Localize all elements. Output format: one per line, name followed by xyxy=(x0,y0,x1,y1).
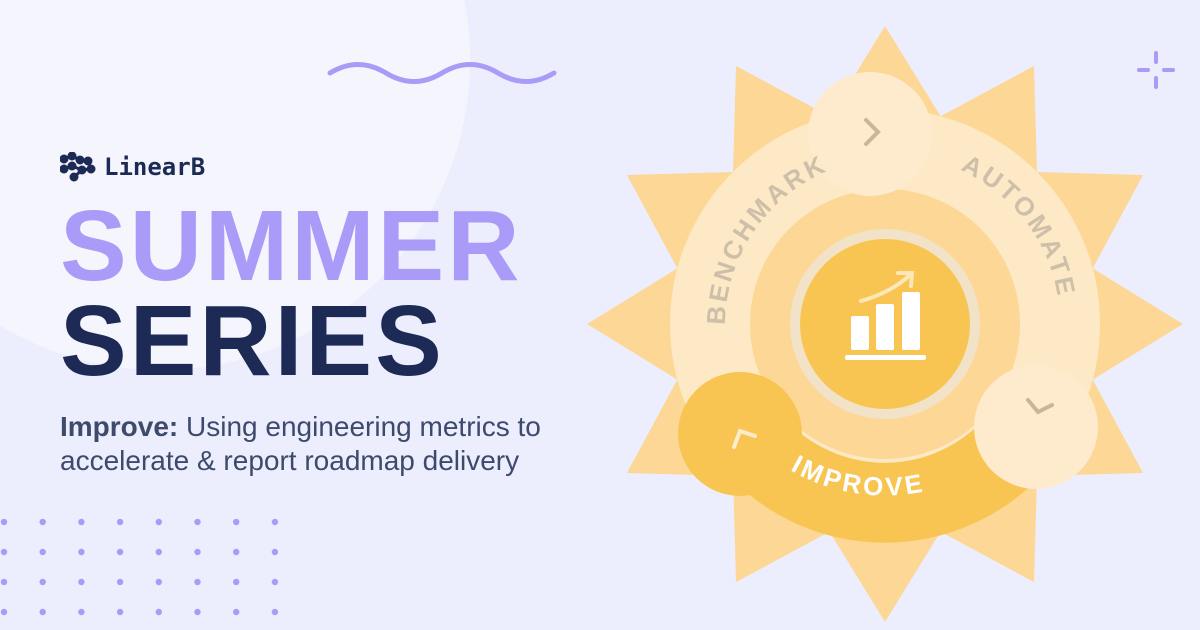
dot-grid-decoration xyxy=(0,518,279,616)
brand-logo: LinearB xyxy=(60,152,205,182)
bar-chart-growth-icon xyxy=(845,271,926,360)
chevron-left-icon xyxy=(732,428,757,449)
subtitle-bold: Improve: xyxy=(60,411,179,442)
cycle-sun-graphic: BENCHMARK AUTOMATE IMPROVE xyxy=(587,26,1183,622)
dot xyxy=(39,608,46,616)
dot xyxy=(233,578,240,586)
dot xyxy=(0,608,8,616)
subtitle-text: Using engineering metrics to accelerate … xyxy=(60,411,541,476)
stage-node-top xyxy=(808,72,932,196)
dot xyxy=(39,548,46,556)
dot xyxy=(271,518,279,526)
dot xyxy=(155,608,162,616)
chevron-down-icon xyxy=(1026,398,1054,415)
dot xyxy=(78,548,85,556)
dot xyxy=(39,518,46,526)
dot xyxy=(233,518,240,526)
linearb-logo-icon xyxy=(60,152,96,182)
dot xyxy=(0,578,8,586)
stage-node-right xyxy=(974,365,1098,489)
brand-name: LinearB xyxy=(104,153,206,181)
sparkle-icon xyxy=(1137,51,1175,89)
dot xyxy=(39,578,46,586)
dot xyxy=(0,518,8,526)
dot xyxy=(78,608,85,616)
background-circle xyxy=(0,0,470,370)
dot xyxy=(194,578,201,586)
headline-line1: SUMMER xyxy=(60,190,523,302)
subtitle: Improve: Using engineering metrics to ac… xyxy=(60,410,600,478)
headline-line2: SERIES xyxy=(60,285,445,397)
dot xyxy=(194,608,201,616)
dot xyxy=(271,548,279,556)
dot xyxy=(194,518,201,526)
dot xyxy=(78,518,85,526)
dot xyxy=(116,578,124,586)
dot xyxy=(194,548,201,556)
dot xyxy=(233,548,240,556)
dot xyxy=(78,578,85,586)
dot xyxy=(0,548,8,556)
dot xyxy=(233,608,240,616)
dot xyxy=(116,518,124,526)
dot xyxy=(155,518,162,526)
dot xyxy=(271,578,279,586)
dot xyxy=(116,548,124,556)
dot xyxy=(116,608,124,616)
chevron-right-icon xyxy=(864,118,881,146)
dot xyxy=(155,578,162,586)
wave-decoration xyxy=(327,62,557,84)
dot xyxy=(271,608,279,616)
dot xyxy=(155,548,162,556)
